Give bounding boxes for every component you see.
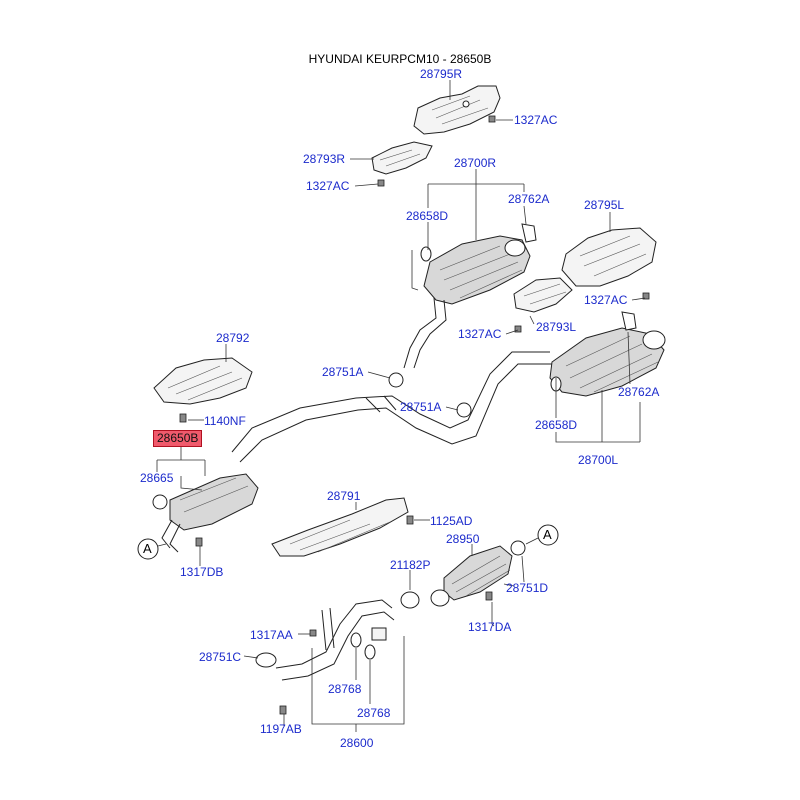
label-1327ac-c[interactable]: 1327AC xyxy=(584,293,628,307)
label-28950[interactable]: 28950 xyxy=(446,532,480,546)
label-28795r[interactable]: 28795R xyxy=(420,67,463,81)
bolt-1125ad xyxy=(406,515,414,525)
label-28762a-top[interactable]: 28762A xyxy=(508,192,550,206)
front-pipe-28600 xyxy=(275,599,395,681)
label-21182p[interactable]: 21182P xyxy=(390,558,431,572)
label-28751c[interactable]: 28751C xyxy=(199,650,242,664)
label-1317da[interactable]: 1317DA xyxy=(468,620,512,634)
label-28751a-a[interactable]: 28751A xyxy=(322,365,364,379)
ref-a-right-letter: A xyxy=(543,527,552,542)
label-28768-b[interactable]: 28768 xyxy=(357,706,391,720)
label-1125ad[interactable]: 1125AD xyxy=(430,514,473,528)
heat-shield-28792 xyxy=(153,357,253,405)
label-28751a-b[interactable]: 28751A xyxy=(400,400,442,414)
gasket-28751c xyxy=(255,652,277,668)
page-title: HYUNDAI KEURPCM10 - 28650B xyxy=(308,52,492,66)
hanger-28762a-top xyxy=(521,223,537,243)
label-1327ac-b[interactable]: 1327AC xyxy=(306,179,350,193)
label-28768-a[interactable]: 28768 xyxy=(328,682,362,696)
gasket-28751a-b xyxy=(456,402,472,418)
gasket-28751d xyxy=(510,540,526,556)
label-1317db[interactable]: 1317DB xyxy=(180,565,224,579)
bolt-1197ab xyxy=(279,705,287,715)
label-28658d-right[interactable]: 28658D xyxy=(535,418,578,432)
bolt-1327ac-d xyxy=(514,325,522,333)
bolt-1317aa xyxy=(309,629,317,637)
hanger-28768-a xyxy=(350,632,362,648)
label-1140nf[interactable]: 1140NF xyxy=(204,414,246,428)
ref-circle-a-left xyxy=(137,538,167,560)
gasket-28751a-a xyxy=(388,372,404,388)
heat-shield-28795l xyxy=(561,227,657,287)
rear-muffler-28700r xyxy=(403,235,531,369)
hanger-28762a-right xyxy=(621,311,637,331)
hanger-28768-b xyxy=(364,644,376,660)
leader-lines xyxy=(156,80,646,732)
bolt-1327ac-b xyxy=(377,179,385,187)
heat-shield-28793l xyxy=(513,277,573,313)
label-28600[interactable]: 28600 xyxy=(340,736,374,750)
label-1197ab[interactable]: 1197AB xyxy=(260,722,302,736)
label-28793l[interactable]: 28793L xyxy=(536,320,577,334)
hanger-28658d-top xyxy=(420,246,432,262)
label-1317aa[interactable]: 1317AA xyxy=(250,628,293,642)
bolt-1317db xyxy=(195,537,203,547)
label-1327ac-d[interactable]: 1327AC xyxy=(458,327,502,341)
heat-shield-28795r xyxy=(413,85,501,135)
center-pipe xyxy=(231,351,552,463)
bolt-1327ac-a xyxy=(488,115,496,123)
label-28700r[interactable]: 28700R xyxy=(454,156,497,170)
bolt-1317da xyxy=(485,591,493,601)
rear-muffler-28700l xyxy=(549,327,666,397)
gasket-28665 xyxy=(152,494,168,510)
label-28793r[interactable]: 28793R xyxy=(303,152,346,166)
label-1327ac-a[interactable]: 1327AC xyxy=(514,113,558,127)
ref-circle-a-right xyxy=(525,524,559,546)
label-28751d[interactable]: 28751D xyxy=(506,581,549,595)
label-28762a-right[interactable]: 28762A xyxy=(618,385,660,399)
catalytic-converter-28950 xyxy=(430,545,513,607)
label-28700l[interactable]: 28700L xyxy=(578,453,619,467)
bolt-1140nf xyxy=(179,413,187,423)
label-28792[interactable]: 28792 xyxy=(216,331,250,345)
heat-shield-28793r xyxy=(371,141,433,175)
muffler-28650b xyxy=(161,473,259,553)
gasket-21182p xyxy=(400,591,420,609)
label-28650b-selected[interactable]: 28650B xyxy=(153,430,203,447)
label-28665[interactable]: 28665 xyxy=(140,471,174,485)
label-28791[interactable]: 28791 xyxy=(327,489,361,503)
heat-shield-28791 xyxy=(271,497,409,557)
label-28658d-top[interactable]: 28658D xyxy=(406,209,449,223)
ref-a-left-letter: A xyxy=(143,541,152,556)
bolt-1327ac-c xyxy=(642,292,650,300)
label-28795l[interactable]: 28795L xyxy=(584,198,625,212)
